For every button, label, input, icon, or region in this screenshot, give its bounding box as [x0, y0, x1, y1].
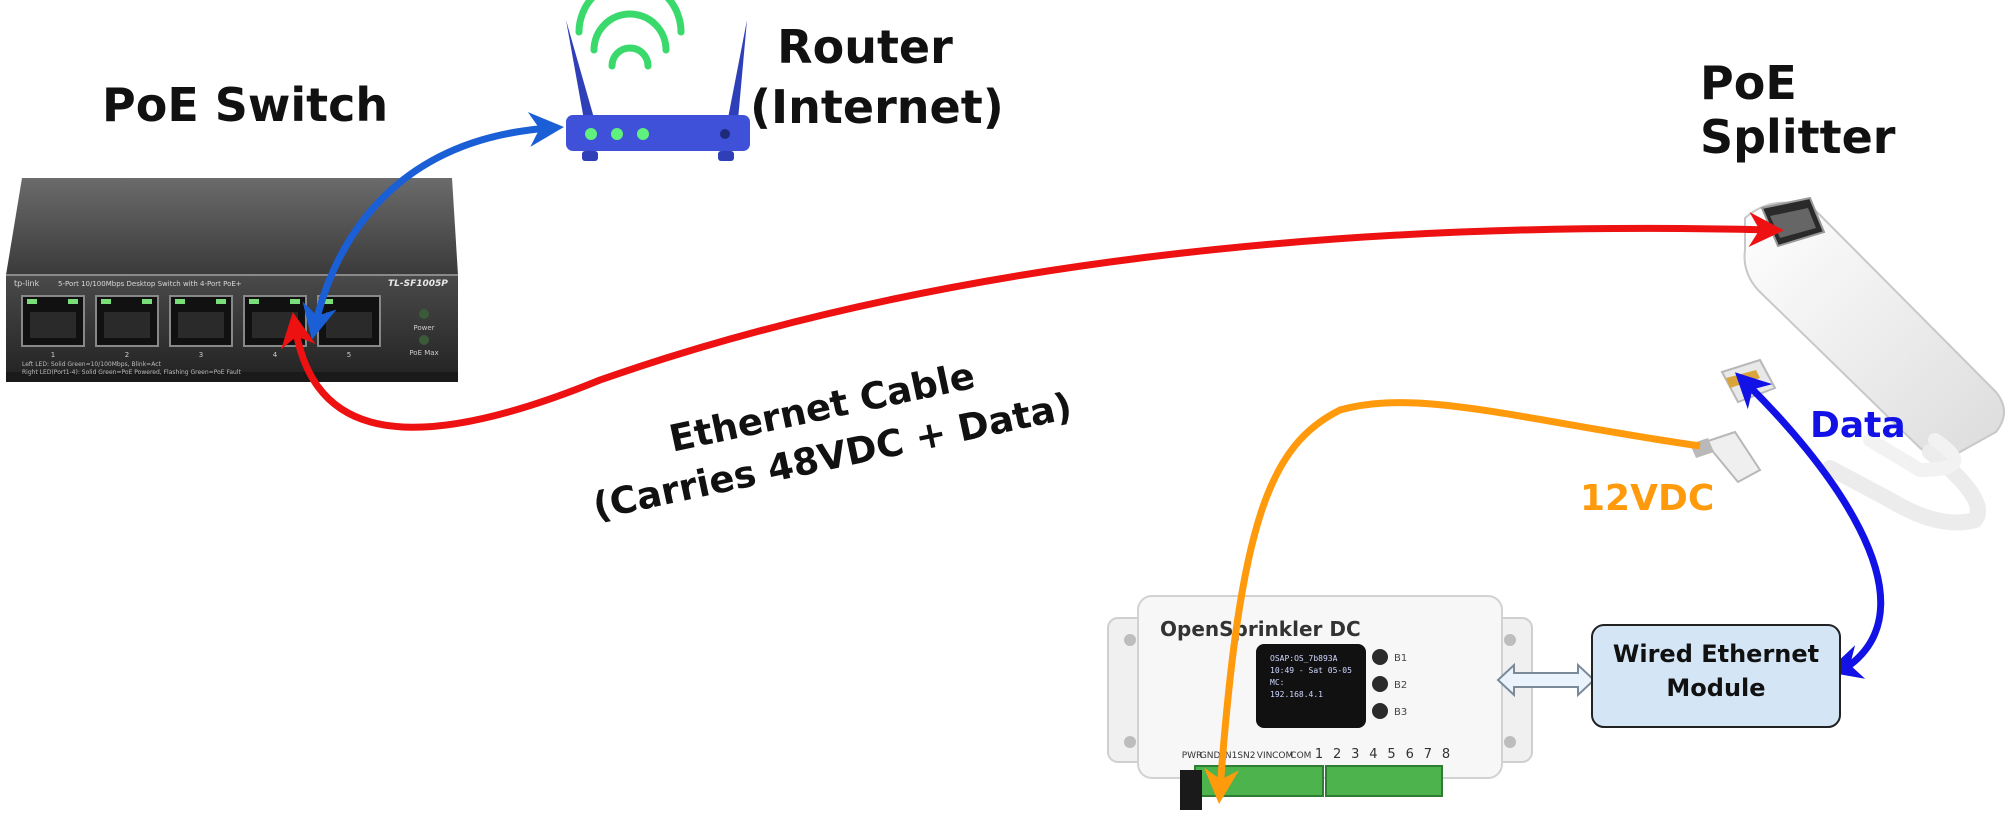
- router-icon: [566, 0, 750, 161]
- oled-line: MC:: [1270, 678, 1284, 687]
- button-label: B3: [1394, 707, 1407, 718]
- oled-line: OSAP:OS_7b893A: [1270, 654, 1338, 663]
- router-title: Router: [777, 20, 953, 74]
- switch-model: TL-SF1005P: [388, 279, 448, 289]
- switch-legend-line: Right LED(Port1-4): Solid Green=PoE Powe…: [22, 369, 242, 376]
- controller-brand: OpenSprinkler DC: [1160, 617, 1361, 641]
- oled-line: 192.168.4.1: [1270, 690, 1323, 699]
- switch-port[interactable]: [169, 295, 233, 347]
- switch-brand: tp-link: [14, 279, 40, 288]
- poe-max-led: [419, 335, 429, 345]
- data-label: Data: [1810, 405, 1906, 446]
- port-number: 5: [347, 351, 351, 359]
- power-led: [419, 309, 429, 319]
- terminal-block: [1194, 765, 1324, 797]
- ethernet-cable-arrow: [281, 211, 1784, 431]
- terminal-block: [1325, 765, 1443, 797]
- terminal-label: COM: [1290, 751, 1311, 761]
- wifi-signal-icon: [575, 0, 685, 36]
- switch-port[interactable]: [317, 295, 381, 347]
- switch-port[interactable]: [21, 295, 85, 347]
- terminal-label: 7: [1424, 747, 1432, 762]
- button-label: B1: [1394, 653, 1407, 664]
- oled-display: [1256, 644, 1366, 728]
- button-b3[interactable]: [1372, 703, 1388, 719]
- poe-switch-image: tp-link 5-Port 10/100Mbps Desktop Switch…: [6, 178, 458, 382]
- opensprinkler-controller-image: OpenSprinkler DC OSAP:OS_7b893A 10:49 - …: [1107, 595, 1533, 810]
- port-number: 3: [199, 351, 203, 359]
- switch-description: 5-Port 10/100Mbps Desktop Switch with 4-…: [58, 280, 242, 288]
- port-number: 1: [51, 351, 55, 359]
- terminal-label: 2: [1333, 747, 1341, 762]
- power-led-label: Power: [413, 324, 434, 332]
- terminal-label: SN1: [1219, 751, 1237, 761]
- poe-max-led-label: PoE Max: [409, 349, 438, 357]
- dc-power-jack: [1180, 770, 1202, 810]
- terminal-label: GND: [1200, 751, 1221, 761]
- port-number: 4: [273, 351, 278, 359]
- terminal-label: PWR: [1182, 751, 1203, 761]
- module-sublabel: Module: [1666, 674, 1766, 702]
- terminal-label: SN2: [1237, 751, 1255, 761]
- terminal-label: 4: [1369, 747, 1377, 762]
- switch-legend-line: Left LED: Solid Green=10/100Mbps, Blink=…: [22, 361, 162, 368]
- switch-port[interactable]: [95, 295, 159, 347]
- volt-12v-label: 12VDC: [1580, 478, 1715, 519]
- oled-line: 10:49 - Sat 05-05: [1270, 666, 1352, 675]
- poe-splitter-image: [1690, 196, 2005, 531]
- module-label: Wired Ethernet: [1612, 640, 1820, 668]
- power-12v-arrow: [1204, 399, 1701, 804]
- terminal-label: 6: [1406, 747, 1414, 762]
- router-subtitle: (Internet): [750, 80, 1004, 134]
- poe-switch-title: PoE Switch: [102, 78, 389, 132]
- port-number: 2: [125, 351, 129, 359]
- terminal-label: 3: [1351, 747, 1359, 762]
- button-label: B2: [1394, 680, 1407, 691]
- terminal-label: COM: [1272, 751, 1293, 761]
- terminal-label: 1: [1315, 747, 1323, 762]
- button-b2[interactable]: [1372, 676, 1388, 692]
- poe-splitter-title: PoE Splitter: [1700, 56, 1896, 164]
- terminal-label: VIN: [1257, 751, 1273, 761]
- data-arrow: [1734, 372, 1885, 679]
- bidirectional-link-icon: [1496, 662, 1596, 698]
- button-b1[interactable]: [1372, 649, 1388, 665]
- terminal-label: 5: [1387, 747, 1395, 762]
- terminal-label: 8: [1442, 747, 1450, 762]
- wired-ethernet-module: [1591, 624, 1841, 728]
